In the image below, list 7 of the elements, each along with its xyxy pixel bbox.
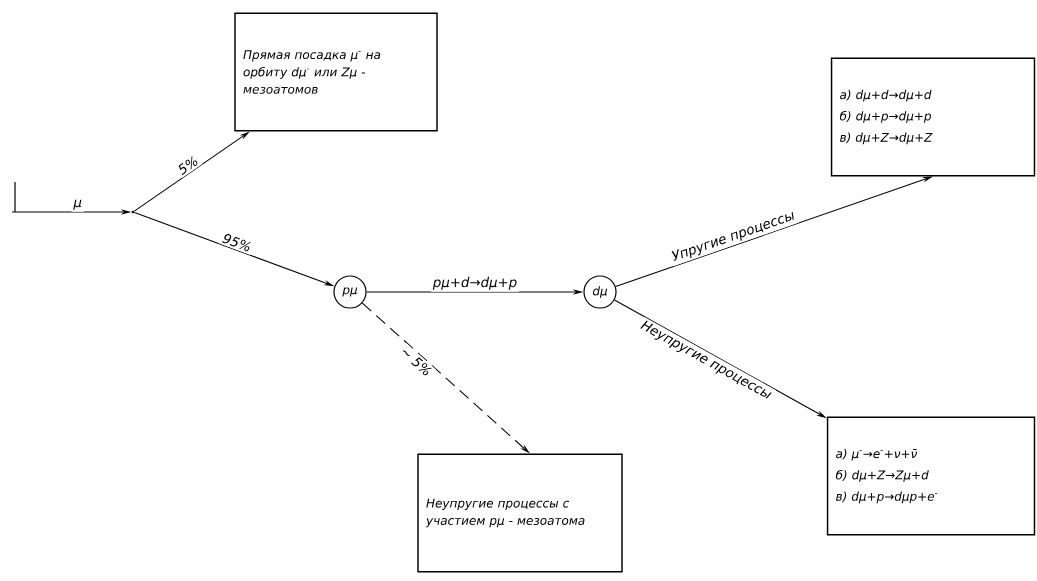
edge-label: 95%	[218, 230, 256, 255]
edge-label: ~ 5%	[396, 342, 436, 380]
process-box: а) dμ+d→dμ+d б) dμ+p→dμ+p в) dμ+Z→dμ+Z	[830, 57, 1036, 177]
edge-label: 5%	[173, 152, 203, 179]
process-box: Прямая посадка μ$^{-}$ на орбиту dμ$^{-}$ или Zμ - мезоатомов	[234, 12, 438, 132]
process-box: а) μ$^{-}$→e$^{-}$+ν+ν̄ б) dμ+Z→Zμ+d в) dμ+p→dμp+e$^{-}$	[826, 416, 1036, 536]
process-box: Неупругие процессы с участием pμ - мезоатома	[417, 453, 623, 573]
